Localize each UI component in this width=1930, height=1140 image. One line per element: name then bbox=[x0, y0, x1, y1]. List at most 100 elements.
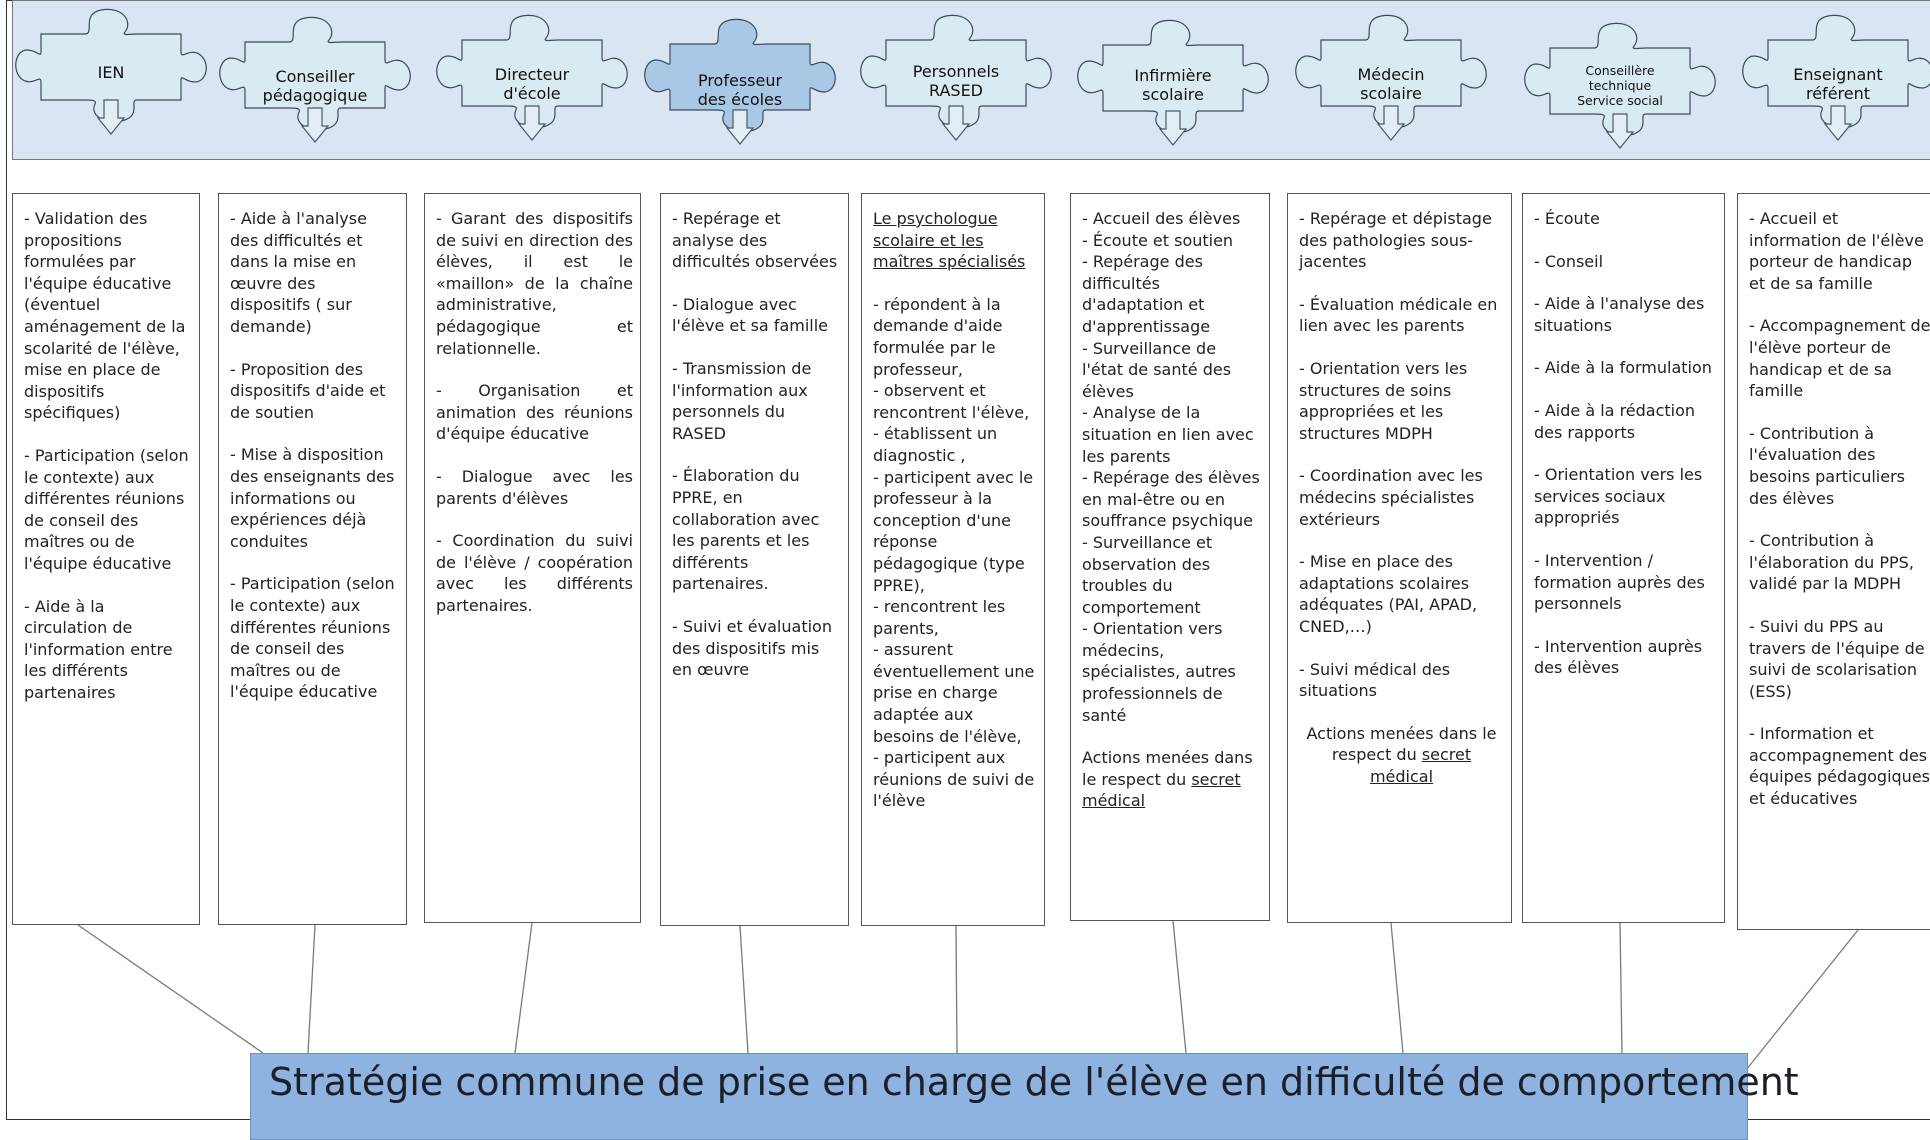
card-item: - répondent à la demande d'aide formulée… bbox=[873, 294, 1003, 379]
actor-label: Conseillère technique Service social bbox=[1577, 63, 1663, 108]
puzzle-piece-shape bbox=[860, 14, 1052, 141]
card-item: - Transmission de l'information aux pers… bbox=[672, 358, 812, 443]
down-arrow-icon bbox=[941, 105, 971, 141]
actor-label: Enseignant référent bbox=[1793, 65, 1883, 103]
actor-label: Médecin scolaire bbox=[1357, 65, 1425, 103]
role-card: Le psychologue scolaire et les maîtres s… bbox=[861, 193, 1045, 926]
down-arrow-icon bbox=[1376, 105, 1406, 141]
connector-line bbox=[1172, 920, 1187, 1054]
card-item: - Intervention auprès des élèves bbox=[1534, 636, 1703, 678]
card-item: - Repérage des élèves en mal-être ou en … bbox=[1082, 468, 1260, 531]
card-item: - Contribution à l'élaboration du PPS, v… bbox=[1749, 531, 1914, 594]
actor-label: Conseiller pédagogique bbox=[262, 67, 368, 105]
connector-line bbox=[955, 925, 958, 1054]
card-item: - Aide à la rédaction des rapports bbox=[1534, 400, 1696, 442]
card-item: - Suivi médical des situations bbox=[1299, 659, 1451, 701]
card-item: - Aide à l'analyse des difficultés et da… bbox=[230, 209, 367, 336]
down-arrow-icon bbox=[1605, 113, 1635, 149]
card-item: - Repérage et dépistage des pathologies … bbox=[1299, 209, 1492, 272]
connector-line bbox=[307, 924, 316, 1054]
actor-label: IEN bbox=[97, 63, 125, 82]
card-item: - Accompagnement de l'élève porteur de h… bbox=[1749, 316, 1930, 401]
card-item: - Accueil des élèves bbox=[1082, 209, 1241, 228]
card-item: - Suivi du PPS au travers de l'équipe de… bbox=[1749, 616, 1925, 701]
card-item: - Aide à l'analyse des situations bbox=[1534, 294, 1705, 335]
card-item: - Orientation vers les structures de soi… bbox=[1299, 358, 1468, 443]
card-item: - participent avec le professeur à la co… bbox=[873, 467, 1034, 595]
card-note: Actions menées dans le respect du secret… bbox=[1082, 747, 1262, 812]
card-item: - assurent éventuellement une prise en c… bbox=[873, 640, 1035, 746]
common-strategy-box: Stratégie commune de prise en charge de … bbox=[250, 1053, 1799, 1140]
card-item: - Accueil et information de l'élève port… bbox=[1749, 209, 1924, 293]
actor-piece: Conseiller pédagogique bbox=[215, 15, 415, 145]
down-arrow-icon bbox=[96, 99, 126, 135]
card-note-text: Actions menées dans le respect du bbox=[1306, 723, 1497, 765]
card-item: - Mise à disposition des enseignants des… bbox=[230, 445, 395, 551]
card-item: - Garant des dispositifs de suivi en dir… bbox=[436, 209, 633, 358]
card-item: - Dialogue avec les parents d'élèves bbox=[436, 466, 633, 508]
role-card: - Repérage et dépistage des pathologies … bbox=[1287, 193, 1512, 923]
puzzle-piece-shape bbox=[1524, 22, 1716, 149]
card-item: - Suivi et évaluation des dispositifs mi… bbox=[672, 616, 832, 680]
actor-label: Personnels RASED bbox=[912, 62, 1000, 100]
card-item: - Évaluation médicale en lien avec les p… bbox=[1299, 294, 1498, 336]
actor-piece: Personnels RASED bbox=[856, 13, 1056, 143]
card-item: - Intervention / formation auprès des pe… bbox=[1534, 550, 1705, 614]
actor-piece: Conseillère technique Service social bbox=[1520, 21, 1720, 151]
role-card: - Écoute- Conseil- Aide à l'analyse des … bbox=[1522, 193, 1725, 923]
card-item: - Organisation et animation des réunions… bbox=[436, 381, 633, 444]
actor-label: Professeur des écoles bbox=[697, 71, 783, 109]
secret-medical-link: secret médical bbox=[1369, 745, 1472, 786]
secret-medical-link: secret médical bbox=[1082, 769, 1241, 811]
card-item: - Repérage et analyse des difficultés ob… bbox=[672, 209, 838, 272]
card-item: - Aide à la formulation bbox=[1534, 358, 1712, 378]
puzzle-piece-shape bbox=[219, 16, 411, 143]
card-item: - Écoute et soutien bbox=[1082, 230, 1234, 250]
card-item: - Proposition des dispositifs d'aide et … bbox=[230, 359, 386, 422]
common-strategy-label: Stratégie commune de prise en charge de … bbox=[269, 1060, 1799, 1104]
card-item: - Coordination du suivi de l'élève / coo… bbox=[436, 531, 633, 615]
card-item: - Repérage des difficultés d'adaptation … bbox=[1082, 252, 1211, 336]
down-arrow-icon bbox=[1823, 105, 1853, 141]
connector-line bbox=[1619, 922, 1623, 1054]
card-item: - Orientation vers médecins, spécialiste… bbox=[1082, 619, 1236, 725]
actor-piece: Directeur d'école bbox=[432, 13, 632, 143]
card-item: - Dialogue avec l'élève et sa famille bbox=[672, 294, 829, 336]
actor-piece: Infirmière scolaire bbox=[1073, 18, 1273, 148]
role-card: - Accueil et information de l'élève port… bbox=[1737, 193, 1930, 930]
card-item: - Surveillance de l'état de santé des él… bbox=[1082, 338, 1232, 401]
puzzle-piece-shape bbox=[436, 14, 628, 141]
card-item: - établissent un diagnostic , bbox=[873, 424, 998, 465]
role-card: - Accueil des élèves- Écoute et soutien-… bbox=[1070, 193, 1270, 921]
card-item: - Orientation vers les services sociaux … bbox=[1534, 465, 1703, 528]
role-card: - Validation des propositions formulées … bbox=[12, 193, 200, 925]
connector-line bbox=[77, 924, 264, 1054]
card-item: - rencontrent les parents, bbox=[873, 597, 1006, 638]
actor-piece: Enseignant référent bbox=[1738, 13, 1930, 143]
actor-label: Infirmière scolaire bbox=[1134, 66, 1212, 104]
actor-piece: IEN bbox=[11, 7, 211, 137]
card-note-text: Actions menées dans le respect du bbox=[1082, 748, 1253, 789]
connector-line bbox=[739, 925, 749, 1054]
puzzle-piece-shape bbox=[1295, 14, 1487, 141]
card-heading: Le psychologue scolaire et les maîtres s… bbox=[873, 209, 1026, 272]
connector-line bbox=[1729, 929, 1859, 1091]
card-item: - Mise en place des adaptations scolaire… bbox=[1299, 552, 1478, 636]
card-item: - Coordination avec les médecins spécial… bbox=[1299, 466, 1483, 529]
role-card: - Aide à l'analyse des difficultés et da… bbox=[218, 193, 407, 925]
card-note: Actions menées dans le respect du secret… bbox=[1299, 723, 1504, 788]
card-item: - participent aux réunions de suivi de l… bbox=[873, 748, 1035, 811]
down-arrow-icon bbox=[517, 105, 547, 141]
card-item: - Aide à la circulation de l'information… bbox=[24, 596, 173, 702]
role-card: - Garant des dispositifs de suivi en dir… bbox=[424, 193, 641, 923]
card-item: - observent et rencontrent l'élève, bbox=[873, 381, 1030, 422]
down-arrow-icon bbox=[1158, 110, 1188, 146]
puzzle-piece-shape bbox=[1742, 14, 1930, 141]
actor-label: Directeur d'école bbox=[494, 65, 570, 103]
actor-piece: Professeur des écoles bbox=[640, 17, 840, 147]
card-item: - Participation (selon le contexte) aux … bbox=[230, 574, 395, 702]
down-arrow-icon bbox=[300, 107, 330, 143]
connector-line bbox=[514, 922, 533, 1054]
puzzle-piece-shape bbox=[15, 8, 207, 135]
